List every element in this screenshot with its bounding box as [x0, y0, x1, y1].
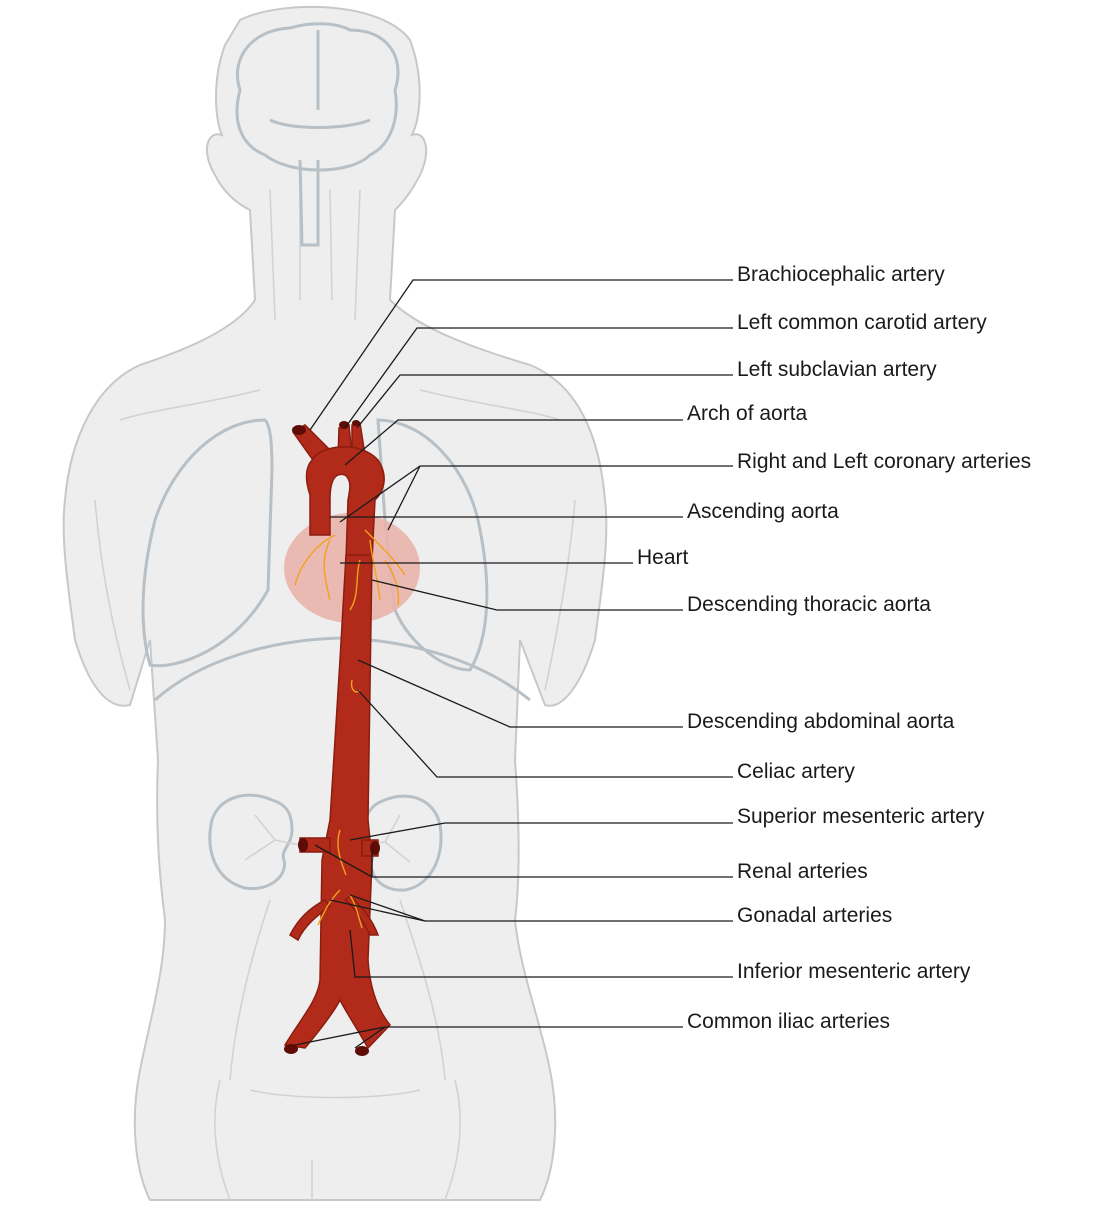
label-coronary-arteries: Right and Left coronary arteries — [737, 450, 1031, 473]
label-brachiocephalic-artery: Brachiocephalic artery — [737, 263, 945, 286]
label-left-subclavian-artery: Left subclavian artery — [737, 358, 937, 381]
label-arch-of-aorta: Arch of aorta — [687, 402, 808, 425]
label-descending-abdominal-aorta: Descending abdominal aorta — [687, 710, 955, 733]
label-superior-mesenteric-artery: Superior mesenteric artery — [737, 805, 985, 828]
label-renal-arteries: Renal arteries — [737, 860, 868, 883]
label-heart: Heart — [637, 546, 689, 569]
labels: Brachiocephalic artery Left common carot… — [637, 263, 1031, 1033]
label-common-iliac-arteries: Common iliac arteries — [687, 1010, 890, 1033]
label-left-common-carotid-artery: Left common carotid artery — [737, 311, 987, 334]
label-gonadal-arteries: Gonadal arteries — [737, 904, 892, 927]
label-descending-thoracic-aorta: Descending thoracic aorta — [687, 593, 931, 616]
label-celiac-artery: Celiac artery — [737, 760, 855, 783]
label-ascending-aorta: Ascending aorta — [687, 500, 839, 523]
label-inferior-mesenteric-artery: Inferior mesenteric artery — [737, 960, 971, 983]
